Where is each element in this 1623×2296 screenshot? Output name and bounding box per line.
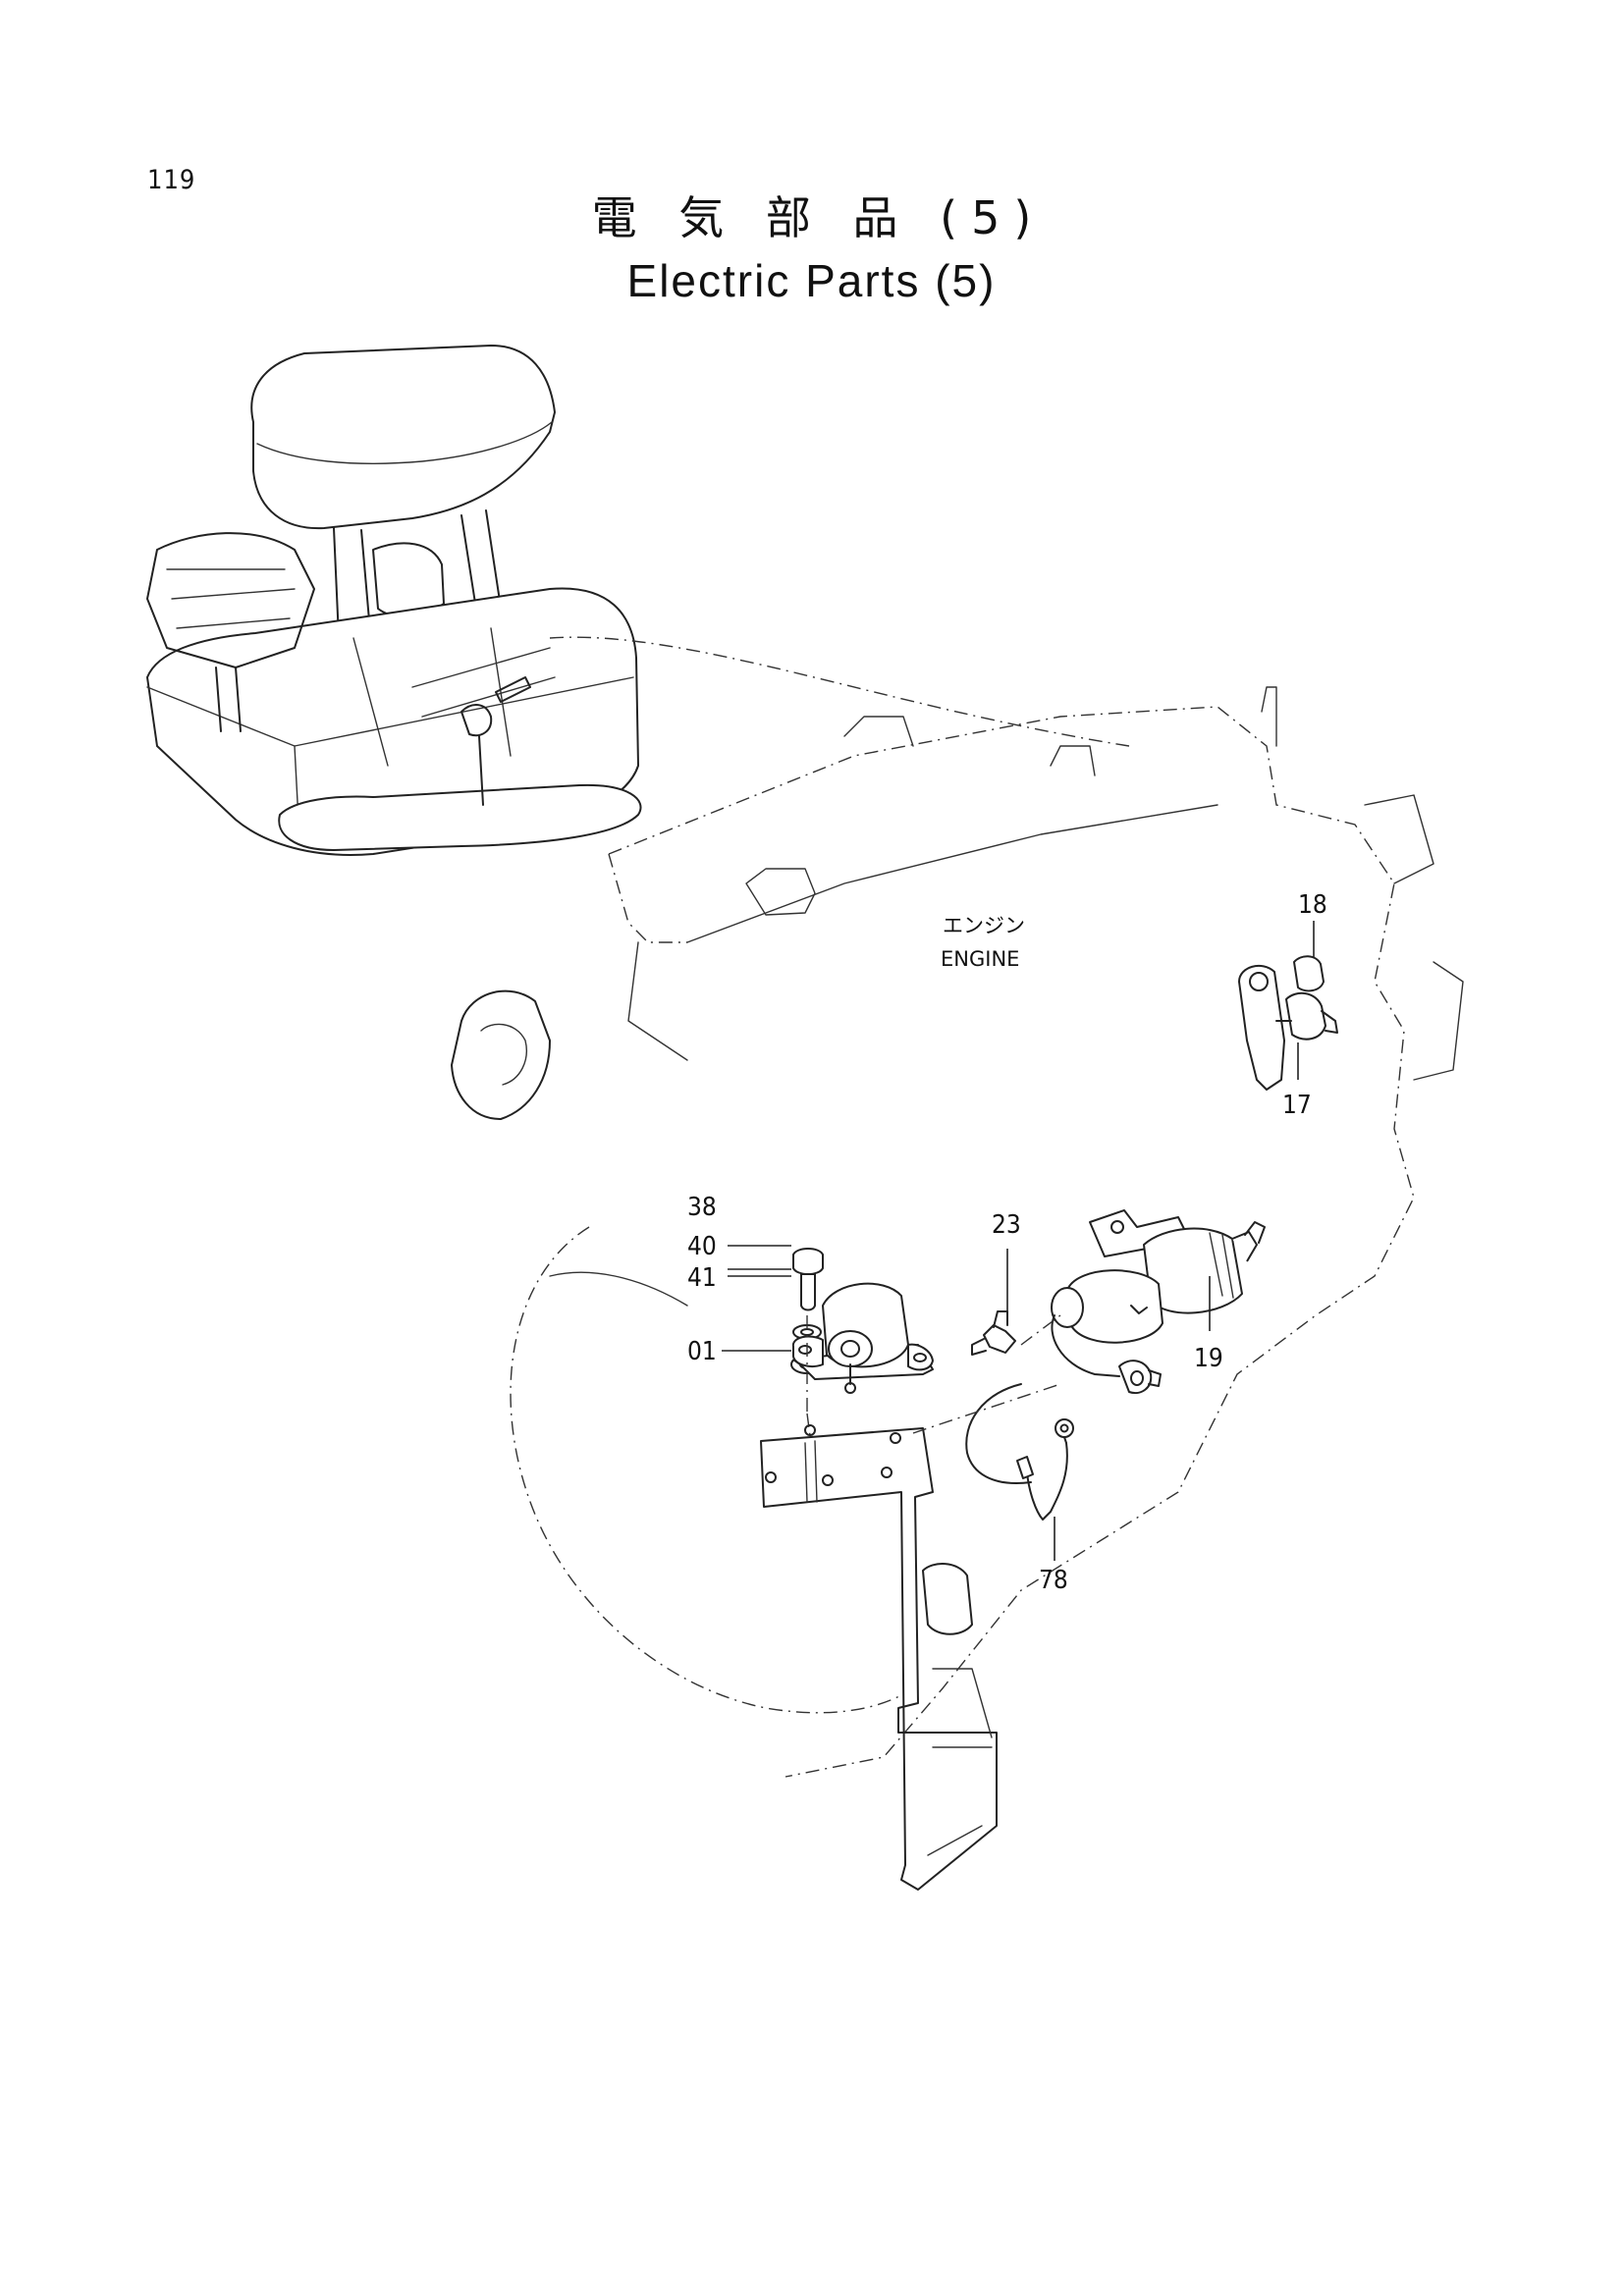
title-english: Electric Parts (5) [626, 255, 997, 306]
machine-overview-illustration [146, 345, 1130, 856]
callout-38: 38 [687, 1193, 717, 1222]
part-01-assembly [760, 1248, 1032, 1891]
title-block: 電 気 部 品 (5) Electric Parts (5) [0, 188, 1623, 310]
engine-label-english: ENGINE [941, 947, 1019, 971]
part-78-cable [912, 1383, 1074, 1521]
callout-41: 41 [687, 1263, 717, 1293]
engine-label-japanese: エンジン [943, 914, 1025, 937]
part-19-23-assembly [971, 1209, 1266, 1394]
engine-illustration [451, 686, 1464, 1778]
callout-19: 19 [1194, 1344, 1223, 1373]
callout-18: 18 [1298, 890, 1327, 920]
callout-17: 17 [1282, 1091, 1312, 1120]
sensor-bracket-17-18 [1238, 955, 1338, 1091]
callout-leaders [722, 921, 1315, 1561]
title-japanese: 電 気 部 品 (5) [591, 191, 1046, 244]
callout-40: 40 [687, 1232, 717, 1261]
callout-23: 23 [992, 1210, 1021, 1240]
callout-01: 01 [687, 1337, 717, 1366]
callout-78: 78 [1039, 1566, 1068, 1595]
page-number: 119 [147, 165, 196, 195]
